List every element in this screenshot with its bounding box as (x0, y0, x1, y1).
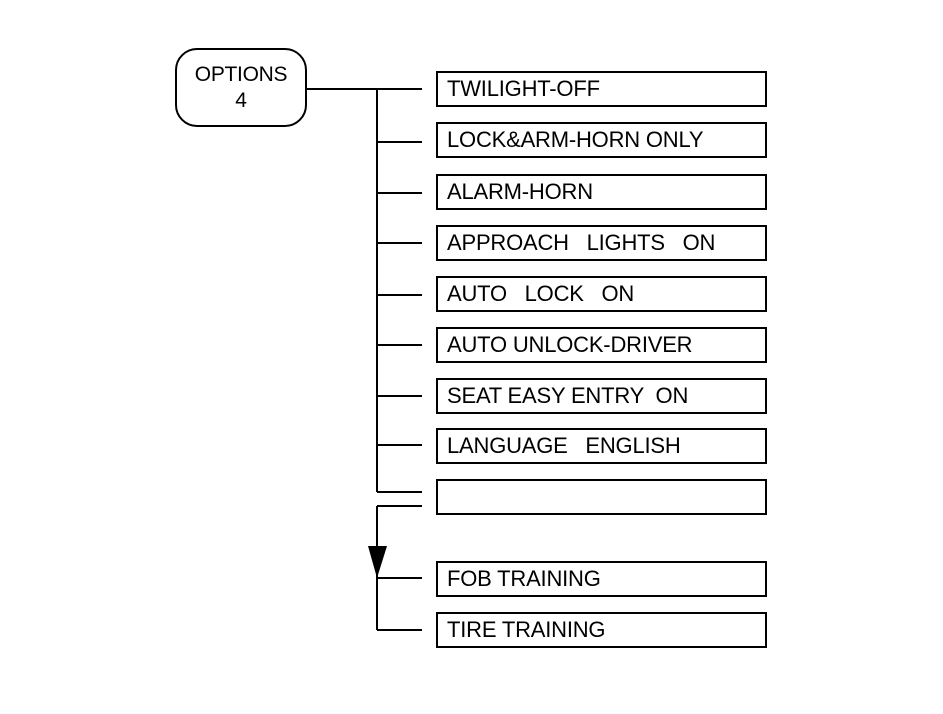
menu-item-alarm: ALARM-HORN (436, 174, 767, 210)
down-arrow-icon (368, 546, 387, 578)
menu-item-language: LANGUAGE ENGLISH (436, 428, 767, 464)
menu-item-approach-lights: APPROACH LIGHTS ON (436, 225, 767, 261)
menu-item-blank (436, 479, 767, 515)
menu-item-auto-lock: AUTO LOCK ON (436, 276, 767, 312)
menu-item-twilight: TWILIGHT-OFF (436, 71, 767, 107)
menu-item-auto-unlock: AUTO UNLOCK-DRIVER (436, 327, 767, 363)
menu-item-fob-training: FOB TRAINING (436, 561, 767, 597)
menu-item-lock-arm: LOCK&ARM-HORN ONLY (436, 122, 767, 158)
root-options-box: OPTIONS 4 (175, 48, 307, 127)
menu-item-seat-easy-entry: SEAT EASY ENTRY ON (436, 378, 767, 414)
root-title: OPTIONS (194, 62, 288, 86)
menu-item-tire-training: TIRE TRAINING (436, 612, 767, 648)
root-number: 4 (235, 88, 247, 112)
